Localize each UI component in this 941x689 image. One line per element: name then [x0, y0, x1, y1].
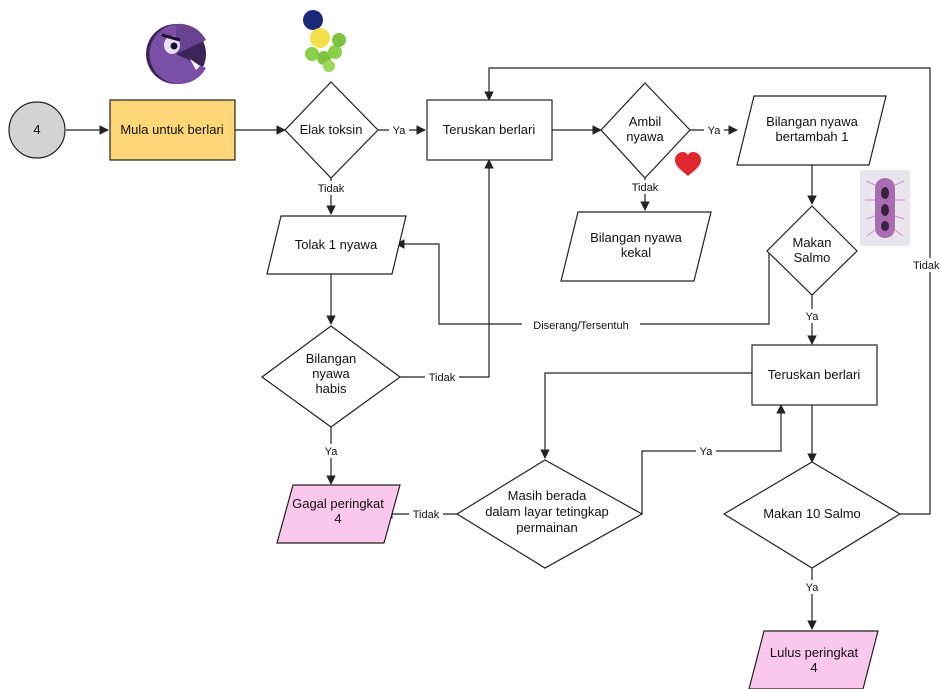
kekal-label-1: Bilangan nyawa: [590, 230, 683, 245]
label-masih-tidak: Tidak: [413, 509, 440, 521]
node-mula: Mula untuk berlari: [109, 99, 236, 161]
salmo-label-2: Salmo: [794, 250, 831, 265]
node-gagal: Gagal peringkat 4: [276, 484, 401, 544]
elak-diamond: [284, 81, 379, 179]
label-elak-tidak: Tidak: [318, 183, 345, 195]
ambil-label-1: Ambil: [629, 114, 662, 129]
edge-teruskan2-masih: [540, 372, 752, 459]
lulus-label-1: Lulus peringkat: [770, 645, 859, 660]
label-ambil-tidak: Tidak: [632, 182, 659, 194]
gagal-parallelogram: [276, 484, 401, 544]
bertambah-label-1: Bilangan nyawa: [766, 114, 859, 129]
teruskan2-box: [751, 344, 878, 406]
label-salmo-diserang: Diserang/Tersentuh: [533, 320, 628, 332]
ambil-diamond: [600, 82, 691, 179]
bertambah-parallelogram: [736, 95, 887, 166]
node-bertambah: Bilangan nyawa bertambah 1: [736, 95, 887, 166]
teruskan1-box: [426, 99, 553, 161]
label-ambil-ya: Ya: [708, 125, 722, 137]
mula-box: [109, 99, 236, 161]
node-teruskan1: Teruskan berlari: [426, 99, 553, 161]
label-salmo-ya: Ya: [806, 311, 820, 323]
edge-makan10-teruskan: [484, 67, 931, 515]
node-habis: Bilangan nyawa habis: [260, 325, 402, 428]
lulus-label-2: 4: [810, 660, 817, 675]
masih-label-3: permainan: [516, 520, 577, 535]
label-makan10-ya: Ya: [806, 582, 820, 594]
node-ambil: Ambil nyawa: [600, 82, 691, 179]
mula-label: Mula untuk berlari: [120, 122, 223, 137]
habis-label-2: nyawa: [312, 366, 350, 381]
node-makan10: Makan 10 Salmo: [722, 461, 902, 569]
salmo-label-1: Makan: [792, 235, 831, 250]
node-tolak: Tolak 1 nyawa: [266, 215, 407, 275]
tolak-parallelogram: [266, 215, 407, 275]
node-masih: Masih berada dalam layar tetingkap perma…: [455, 459, 644, 569]
node-makan-salmo: Makan Salmo: [766, 205, 858, 296]
kekal-label-2: kekal: [621, 245, 651, 260]
kekal-parallelogram: [560, 211, 712, 282]
node-elak: Elak toksin: [284, 81, 379, 179]
bertambah-label-2: bertambah 1: [776, 129, 849, 144]
node-kekal: Bilangan nyawa kekal: [560, 211, 712, 282]
node-lulus: Lulus peringkat 4: [748, 630, 879, 689]
gagal-label-2: 4: [334, 511, 341, 526]
lulus-parallelogram: [748, 630, 879, 689]
makan10-label: Makan 10 Salmo: [763, 506, 861, 521]
label-habis-tidak: Tidak: [429, 372, 456, 384]
toxin-molecule-icon: [303, 10, 346, 72]
node-teruskan2: Teruskan berlari: [751, 344, 878, 406]
heart-icon: [675, 152, 701, 176]
habis-diamond: [260, 325, 402, 428]
start-label: 4: [33, 122, 40, 137]
edge-habis-teruskan: [400, 159, 494, 378]
node-start: 4: [8, 101, 66, 159]
ambil-label-2: nyawa: [626, 129, 664, 144]
masih-label-2: dalam layar tetingkap: [485, 504, 609, 519]
pacman-monster-icon: [146, 23, 206, 85]
habis-label-3: habis: [315, 381, 347, 396]
elak-label: Elak toksin: [300, 122, 363, 137]
teruskan2-label: Teruskan berlari: [768, 367, 861, 382]
masih-diamond: [455, 459, 644, 569]
gagal-label-1: Gagal peringkat: [292, 496, 384, 511]
habis-label-1: Bilangan: [306, 351, 357, 366]
salmonella-bacteria-icon: [860, 170, 910, 246]
label-habis-ya: Ya: [325, 446, 339, 458]
edge-labels: Ya Tidak Ya Tidak Diserang/Tersentuh Ya …: [315, 122, 941, 594]
start-circle: [8, 101, 66, 159]
label-elak-ya: Ya: [393, 125, 407, 137]
label-masih-ya: Ya: [700, 446, 714, 458]
label-makan10-tidak: Tidak: [913, 260, 940, 272]
teruskan1-label: Teruskan berlari: [443, 122, 536, 137]
salmo-diamond: [766, 205, 858, 296]
edge-salmo-tolak: [395, 239, 770, 325]
tolak-label: Tolak 1 nyawa: [295, 237, 378, 252]
masih-label-1: Masih berada: [508, 488, 588, 503]
makan10-diamond: [722, 461, 902, 569]
